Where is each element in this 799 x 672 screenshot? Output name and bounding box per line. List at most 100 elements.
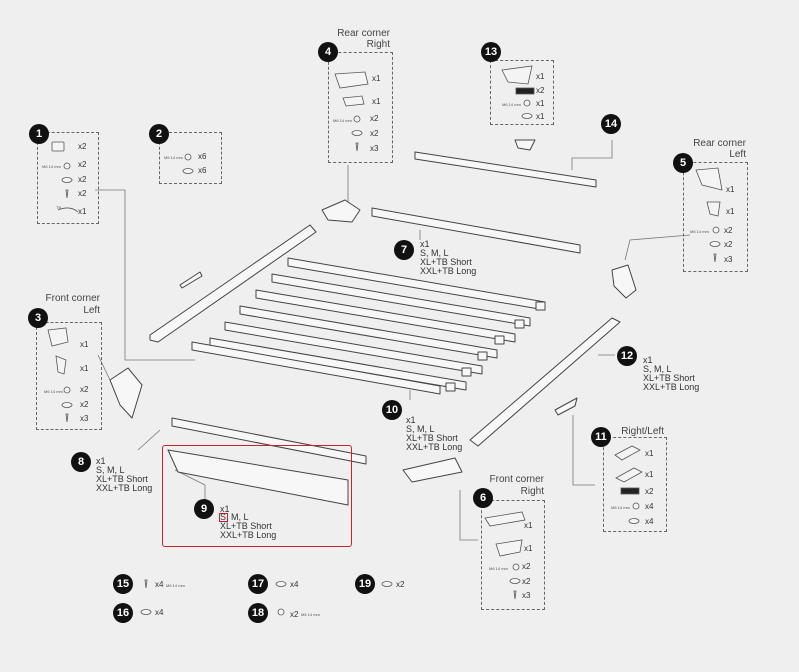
spec-label: M6 14 mm	[166, 583, 185, 588]
qty: x4	[155, 608, 164, 617]
callout-5: 5	[673, 153, 693, 173]
qty: x6	[198, 152, 207, 161]
callout-12: 12	[617, 346, 637, 366]
qty: x2	[80, 385, 89, 394]
qty: x1	[726, 207, 735, 216]
qty: x1	[372, 97, 381, 106]
qty: x1	[80, 364, 89, 373]
callout-18: 18	[248, 603, 268, 623]
parts-box-6	[481, 500, 545, 610]
spec-label: M6 14 mm	[333, 118, 352, 123]
callout-19: 19	[355, 574, 375, 594]
qty: x2	[370, 129, 379, 138]
qty: x6	[198, 166, 207, 175]
callout-4: 4	[318, 42, 338, 62]
leader-8	[137, 429, 161, 451]
callout-16: 16	[113, 603, 133, 623]
qty: x3	[370, 144, 379, 153]
parts-box-4	[328, 52, 393, 163]
qty: x1	[372, 74, 381, 83]
spec-label: M6 14 mm	[44, 389, 63, 394]
qty: x2	[370, 114, 379, 123]
callout-1: 1	[29, 124, 49, 144]
heading-front-corner-right-1: Front corner	[489, 474, 544, 485]
front-corner-left-part	[109, 367, 143, 419]
qty: x1	[645, 470, 654, 479]
spec-label: TB	[56, 205, 62, 210]
highlight-check	[219, 513, 228, 522]
callout-8: 8	[71, 452, 91, 472]
parts-box-1	[37, 132, 99, 224]
heading-front-corner-left-1: Front corner	[45, 293, 100, 304]
part-13-loose	[514, 139, 536, 151]
qty: x2	[522, 562, 531, 571]
spec-label: M6 14 mm	[42, 164, 61, 169]
heading-rear-corner-right-1: Rear corner	[337, 28, 390, 39]
right-side-rail	[469, 317, 621, 447]
qty: x1	[645, 449, 654, 458]
qty: x2	[78, 189, 87, 198]
qty: x3	[80, 414, 89, 423]
qty: x2	[78, 142, 87, 151]
leader-14	[571, 140, 613, 170]
qty: x1	[536, 72, 545, 81]
qty: x2	[724, 240, 733, 249]
qty: x1	[536, 99, 545, 108]
qty: x1	[524, 544, 533, 553]
spec-label: M6 14 mm	[502, 102, 521, 107]
parts-box-2	[159, 132, 222, 184]
heading-front-corner-left-2: Left	[83, 305, 100, 316]
leader-6	[459, 490, 478, 541]
callout-11: 11	[591, 427, 611, 447]
qty: x1	[524, 521, 533, 530]
qty: x2	[724, 226, 733, 235]
left-side-rail	[149, 224, 317, 343]
leader-1	[95, 189, 195, 361]
front-corner-right-part	[402, 457, 463, 483]
callout-14: 14	[601, 114, 621, 134]
qty: x2	[396, 580, 405, 589]
qty: x4	[645, 517, 654, 526]
callout-3: 3	[28, 308, 48, 328]
callout-17: 17	[248, 574, 268, 594]
spec-label: M6 14 mm	[164, 155, 183, 160]
callout-2: 2	[149, 124, 169, 144]
qty: x2	[522, 577, 531, 586]
callout-13: 13	[481, 42, 501, 62]
callout-10: 10	[382, 400, 402, 420]
spec-label: M6 14 mm	[489, 566, 508, 571]
parts-box-5	[683, 162, 748, 272]
leader-11	[572, 415, 595, 486]
highlight-box-9	[162, 445, 352, 547]
callout-15: 15	[113, 574, 133, 594]
qty: x4	[290, 580, 299, 589]
rear-rail	[414, 151, 597, 188]
spec-label: M6 14 mm	[301, 612, 320, 617]
rear-corner-right-part	[321, 199, 361, 223]
spec-label: M6 14 mm	[611, 505, 630, 510]
qty: x4	[155, 580, 164, 589]
qty: x2	[536, 86, 545, 95]
rear-corner-left-part	[611, 264, 637, 299]
qty: x4	[645, 502, 654, 511]
callout-9: 9	[194, 499, 214, 519]
spec-label: M6 14 mm	[690, 229, 709, 234]
callout-6: 6	[473, 488, 493, 508]
front-bar-8	[171, 417, 367, 465]
parts-box-3	[36, 322, 102, 430]
qty: x3	[724, 255, 733, 264]
heading-rear-corner-left-2: Left	[729, 149, 746, 160]
qty: x2	[78, 160, 87, 169]
qty: x1	[80, 340, 89, 349]
heading-front-corner-right-2: Right	[520, 486, 544, 497]
leader-5	[624, 234, 691, 261]
heading-right-left: Right/Left	[621, 426, 664, 437]
heading-rear-corner-left-1: Rear corner	[693, 138, 746, 149]
callout-7: 7	[394, 240, 414, 260]
leader-3	[97, 354, 111, 381]
qty: x2	[80, 400, 89, 409]
heading-rear-corner-right-2: Right	[366, 39, 390, 50]
parts-box-13	[490, 60, 554, 125]
